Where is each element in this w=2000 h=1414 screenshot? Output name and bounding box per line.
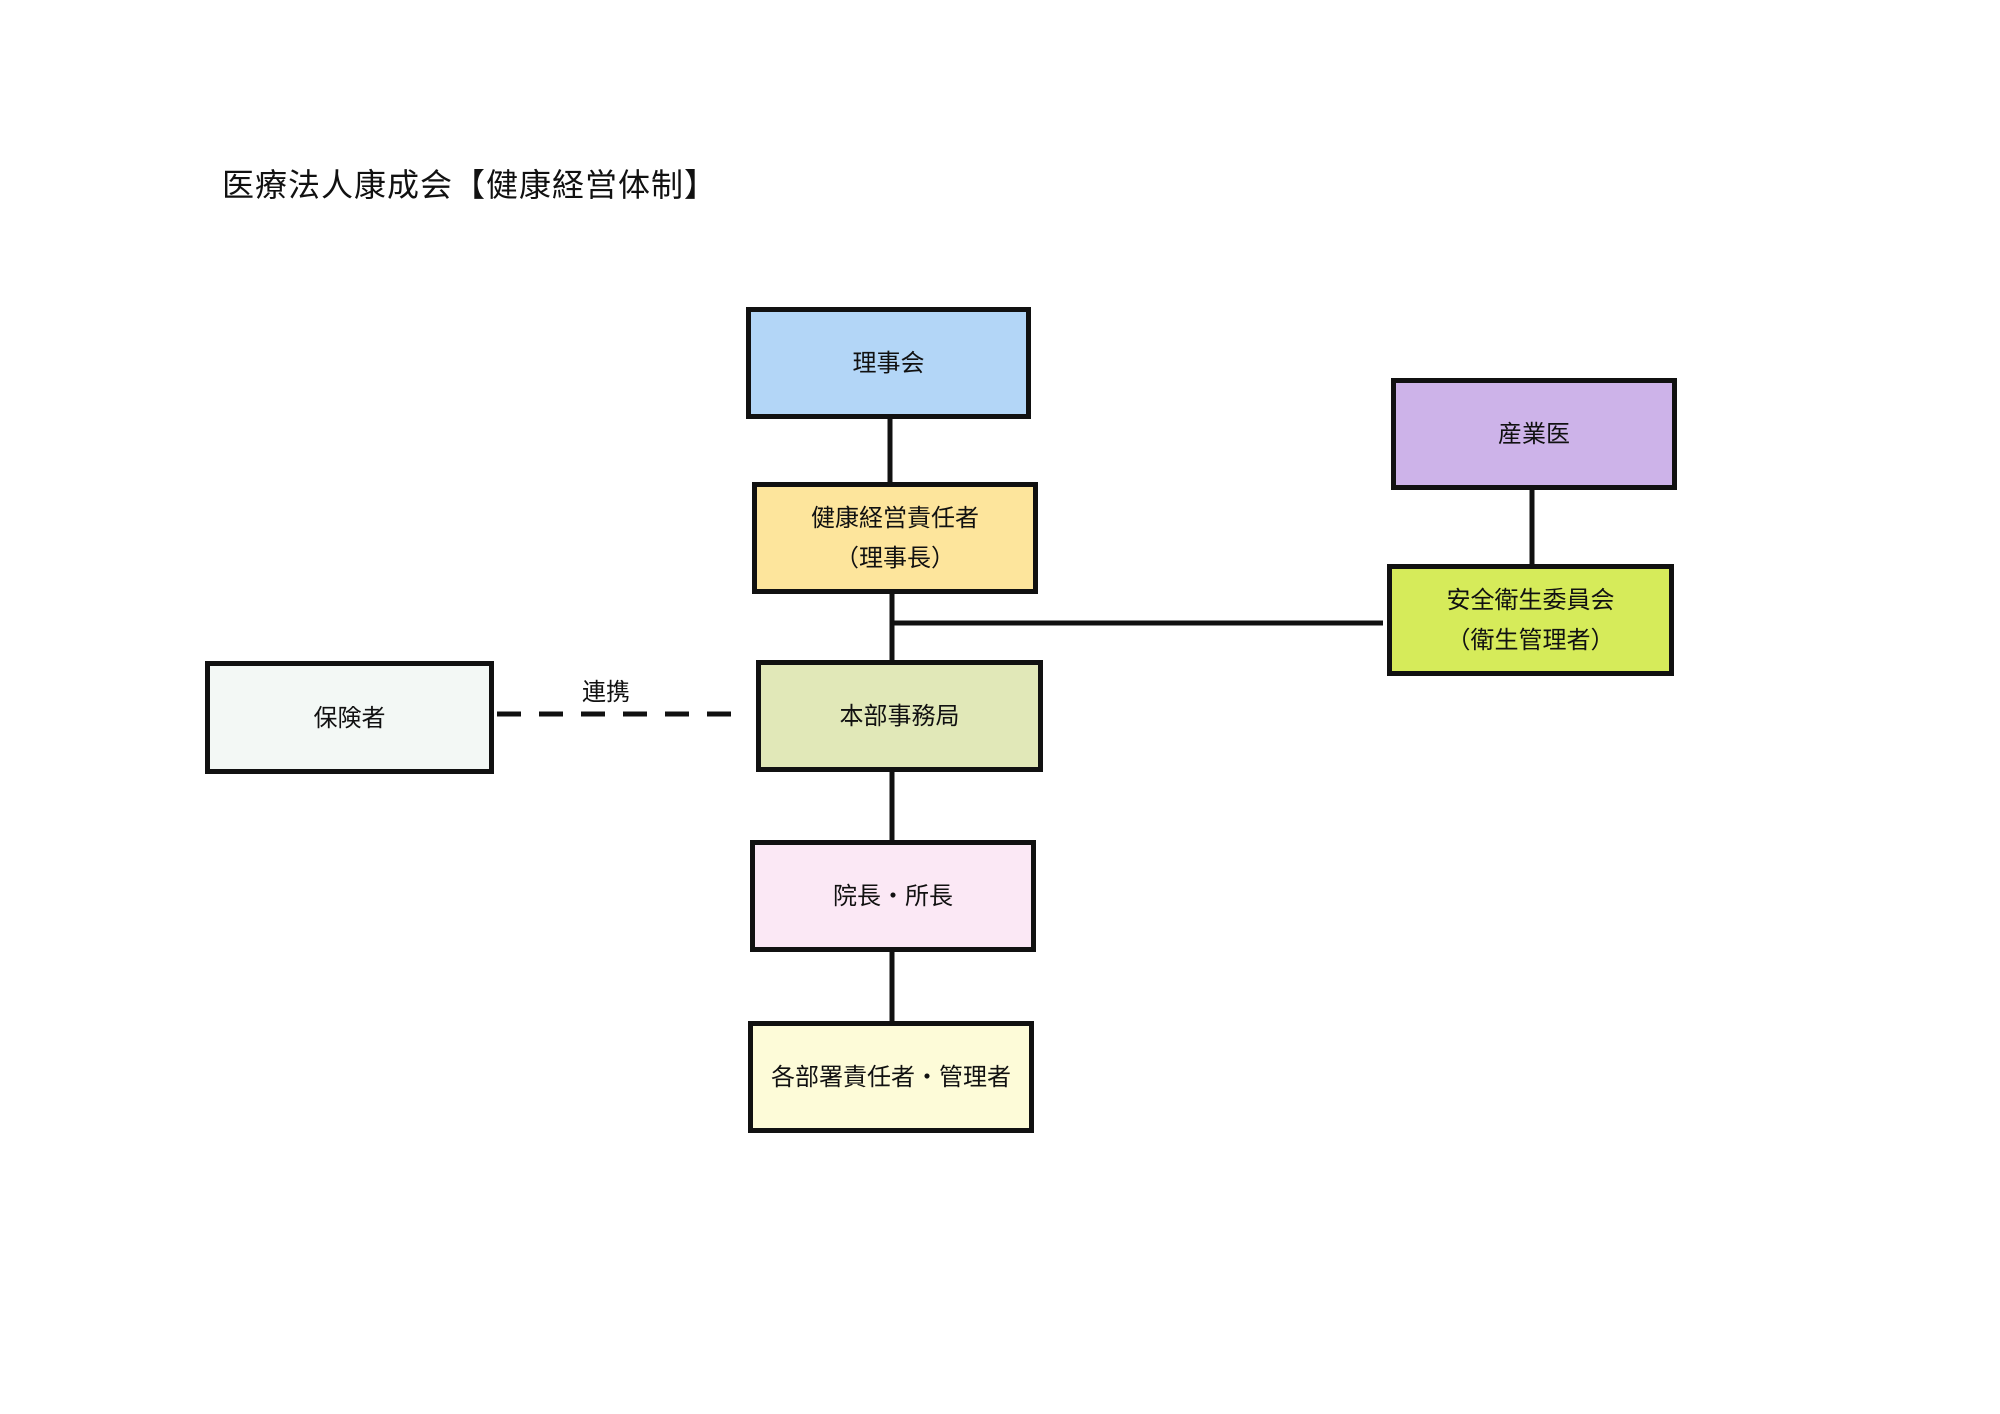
- insurer-label: 保険者: [313, 703, 386, 732]
- safety-committee-label: 安全衛生委員会: [1446, 586, 1615, 614]
- director-node: 院長・所長: [750, 840, 1036, 952]
- board-node: 理事会: [746, 307, 1031, 419]
- insurer-node: 保険者: [205, 661, 494, 774]
- industrial-physician-label: 産業医: [1498, 420, 1570, 448]
- safety-committee-sublabel: （衛生管理者）: [1446, 626, 1615, 654]
- board-label: 理事会: [852, 349, 925, 377]
- director-label: 院長・所長: [833, 882, 953, 910]
- safety-committee-node: 安全衛生委員会 （衛生管理者）: [1387, 564, 1674, 676]
- head-office-label: 本部事務局: [839, 702, 960, 730]
- dept-heads-node: 各部署責任者・管理者: [748, 1021, 1034, 1133]
- link-label: 連携: [582, 678, 630, 706]
- health-manager-node: 健康経営責任者 （理事長）: [752, 482, 1038, 594]
- dept-heads-label: 各部署責任者・管理者: [771, 1063, 1011, 1091]
- page-title: 医療法人康成会【健康経営体制】: [222, 166, 718, 204]
- health-manager-label: 健康経営責任者: [811, 504, 979, 532]
- industrial-physician-node: 産業医: [1391, 378, 1677, 490]
- health-manager-sublabel: （理事長）: [835, 544, 955, 572]
- head-office-node: 本部事務局: [756, 660, 1043, 772]
